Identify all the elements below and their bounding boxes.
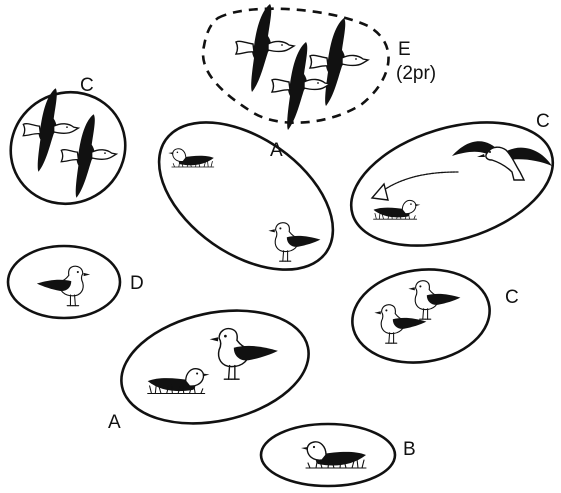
group-note-e: (2pr) <box>396 64 436 83</box>
standing-bird-icon <box>374 305 426 344</box>
group-c-left-outline <box>0 71 146 224</box>
sitting-bird-icon <box>148 369 210 394</box>
flying-bird-icon <box>310 18 368 106</box>
sitting-bird-icon <box>168 149 214 167</box>
standing-bird-icon <box>268 223 320 262</box>
group-c-right-middle-outline <box>346 261 495 371</box>
sitting-bird-icon <box>374 200 421 219</box>
group-label-b: B <box>403 440 416 459</box>
group-label-a-middle: A <box>270 141 283 160</box>
group-a-middle-outline <box>132 92 359 299</box>
group-label-a-bottom: A <box>108 413 121 432</box>
flying-bird-icon <box>236 4 294 92</box>
flight-path-arrow-icon <box>372 172 458 200</box>
standing-bird-icon <box>210 329 278 380</box>
group-label-c-right-top: C <box>536 112 550 131</box>
landing-bird-icon <box>452 141 552 180</box>
standing-bird-icon <box>37 266 90 306</box>
group-c-right-top-outline <box>336 100 561 268</box>
group-label-e: E <box>398 40 411 59</box>
sitting-bird-icon <box>301 442 366 468</box>
flying-bird-icon <box>272 42 330 130</box>
standing-bird-icon <box>408 281 460 320</box>
group-label-d: D <box>130 274 144 293</box>
group-label-c-right-middle: C <box>505 288 519 307</box>
group-a-bottom-outline <box>111 294 319 439</box>
group-label-c-left: C <box>80 76 94 95</box>
